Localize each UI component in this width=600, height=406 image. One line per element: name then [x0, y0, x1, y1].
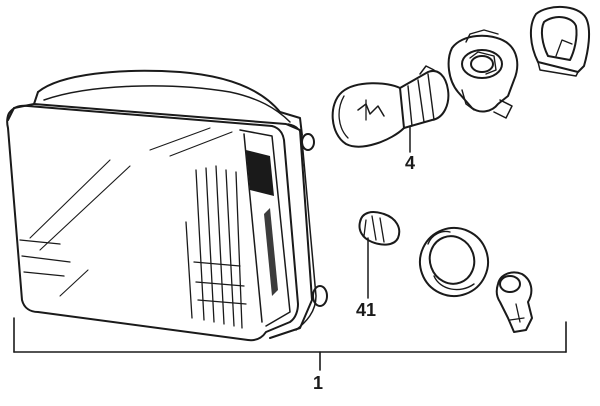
mounting-boss-bottom: [313, 286, 327, 306]
ring-inner: [423, 230, 481, 290]
retaining-ring: [410, 218, 497, 305]
bulb-glass: [333, 83, 404, 146]
headlamp-rear-housing: [38, 71, 302, 135]
bulb-filament: [358, 104, 384, 116]
main-bulb: [333, 66, 449, 152]
wedge-bulb-glass: [360, 212, 400, 245]
headlamp-assembly: [7, 71, 327, 340]
mounting-boss-top: [302, 134, 314, 150]
cap-body: [531, 7, 589, 72]
wedge-bulb: [360, 212, 400, 298]
socket-body: [497, 272, 532, 332]
small-socket: [497, 272, 532, 332]
headlamp-lens: [7, 106, 298, 340]
assembly-bracket: [14, 318, 566, 370]
callout-41: 41: [356, 300, 377, 320]
ring-outer: [410, 218, 497, 305]
bulb-base: [400, 71, 448, 128]
rubber-cap: [531, 7, 589, 76]
holder-body: [449, 36, 518, 112]
callout-1: 1: [313, 373, 324, 393]
callout-4: 4: [405, 153, 416, 173]
bulb-holder: [449, 30, 518, 118]
